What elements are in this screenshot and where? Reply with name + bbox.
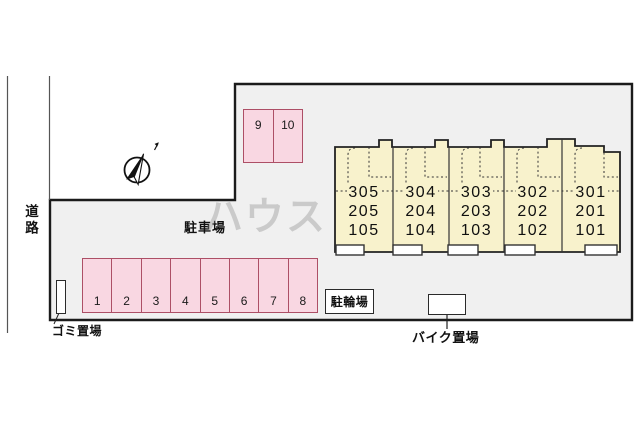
parking-space-9: 9 xyxy=(254,118,262,132)
garbage-area-label: ゴミ置場 xyxy=(52,324,103,338)
parking-space-1: 1 xyxy=(93,294,101,308)
unit-stack-305: 305 205 105 xyxy=(347,183,381,240)
parking-space-8: 8 xyxy=(287,259,317,312)
parking-space-6: 6 xyxy=(228,259,258,312)
unit-stack-301: 301 201 101 xyxy=(574,183,608,240)
motorcycle-parking-box xyxy=(428,294,466,315)
interior-dotted-lines xyxy=(336,147,619,192)
parking-space-5: 5 xyxy=(199,259,229,312)
bicycle-parking-box: 駐輪場 xyxy=(325,289,374,314)
parking-space-7: 7 xyxy=(258,259,287,312)
entrance-notches xyxy=(335,244,618,256)
garbage-leader-line xyxy=(53,312,60,325)
motorcycle-parking-label: バイク置場 xyxy=(412,330,480,345)
unit-stack-304: 304 204 104 xyxy=(404,183,438,240)
parking-lot-label: 駐車場 xyxy=(184,220,227,235)
garbage-area-box xyxy=(56,280,66,314)
parking-space-2: 2 xyxy=(111,259,140,312)
unit-stack-302: 302 202 102 xyxy=(516,183,550,240)
parking-space-4: 4 xyxy=(170,259,199,312)
unit-stack-303: 303 203 103 xyxy=(459,183,494,240)
road-label: 道路 xyxy=(23,204,38,237)
compass-north-icon xyxy=(123,142,159,187)
unit-divider-walls xyxy=(392,139,563,252)
parking-space-3: 3 xyxy=(140,259,170,312)
parking-row-upper: 9 10 xyxy=(243,109,303,163)
parking-space-10: 10 xyxy=(272,110,303,162)
parking-row-main: 1 2 3 4 5 6 7 8 xyxy=(82,258,318,313)
